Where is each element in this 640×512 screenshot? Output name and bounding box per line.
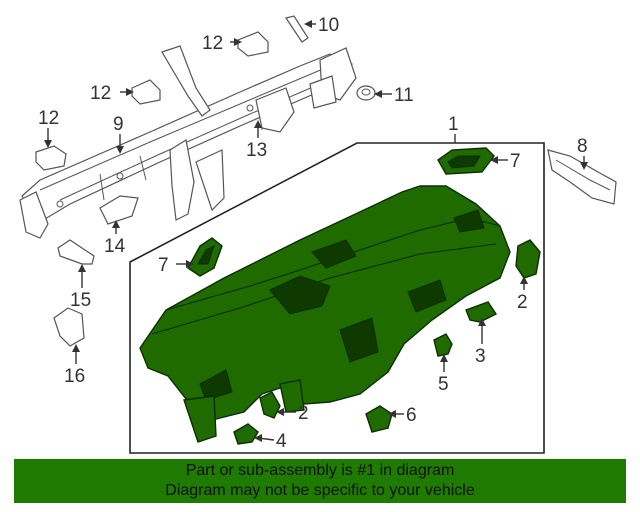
part-3-bracket[interactable] bbox=[465, 301, 498, 323]
callout-7-right: 7 bbox=[510, 151, 521, 172]
part-10-bolt[interactable] bbox=[285, 15, 309, 43]
part-11-clip[interactable] bbox=[356, 85, 376, 101]
callout-4: 4 bbox=[276, 431, 287, 452]
callout-8: 8 bbox=[577, 136, 588, 157]
part-14-bracket[interactable] bbox=[99, 195, 139, 225]
callout-7-left: 7 bbox=[158, 255, 169, 276]
part-5-clip[interactable] bbox=[433, 333, 453, 357]
part-8-duct[interactable] bbox=[547, 149, 617, 205]
callout-12-mid: 12 bbox=[90, 83, 111, 104]
callout-2-right: 2 bbox=[517, 292, 528, 313]
callout-2-lower: 2 bbox=[298, 403, 309, 424]
part-16-bracket[interactable] bbox=[53, 307, 85, 347]
part-4-bracket[interactable] bbox=[233, 423, 259, 445]
instrument-panel-assembly[interactable] bbox=[139, 185, 511, 443]
callout-14: 14 bbox=[104, 236, 126, 257]
part-6-bracket[interactable] bbox=[365, 405, 393, 433]
info-banner: Part or sub-assembly is #1 in diagram Di… bbox=[14, 459, 626, 503]
part-7-vent-left[interactable] bbox=[187, 237, 223, 277]
part-12-bracket-mid[interactable] bbox=[131, 79, 161, 105]
callout-9: 9 bbox=[113, 114, 124, 135]
assembly-frame bbox=[129, 142, 545, 454]
banner-line-2: Diagram may not be specific to your vehi… bbox=[165, 482, 475, 499]
callout-12-top: 12 bbox=[202, 33, 223, 54]
callout-13: 13 bbox=[246, 140, 267, 161]
callout-12-left: 12 bbox=[38, 108, 59, 129]
part-2-bracket-right[interactable] bbox=[515, 239, 541, 279]
part-12-bracket-top[interactable] bbox=[237, 31, 269, 57]
callout-10: 10 bbox=[318, 15, 339, 36]
part-2-bracket-lower[interactable] bbox=[259, 391, 281, 419]
cross-car-beam[interactable] bbox=[19, 45, 357, 239]
callout-1: 1 bbox=[448, 114, 459, 135]
part-7-vent-right[interactable] bbox=[437, 147, 495, 175]
part-13-bracket[interactable] bbox=[255, 87, 295, 133]
part-15-brace[interactable] bbox=[57, 239, 95, 265]
banner-line-1: Part or sub-assembly is #1 in diagram bbox=[185, 462, 455, 479]
callout-11: 11 bbox=[394, 85, 414, 106]
callout-5: 5 bbox=[438, 374, 449, 395]
callout-3: 3 bbox=[475, 346, 486, 367]
part-12-bracket-left[interactable] bbox=[35, 145, 67, 171]
leader-lines bbox=[44, 20, 588, 442]
callout-15: 15 bbox=[70, 290, 91, 311]
callout-6: 6 bbox=[406, 405, 417, 426]
callout-16: 16 bbox=[64, 366, 85, 387]
